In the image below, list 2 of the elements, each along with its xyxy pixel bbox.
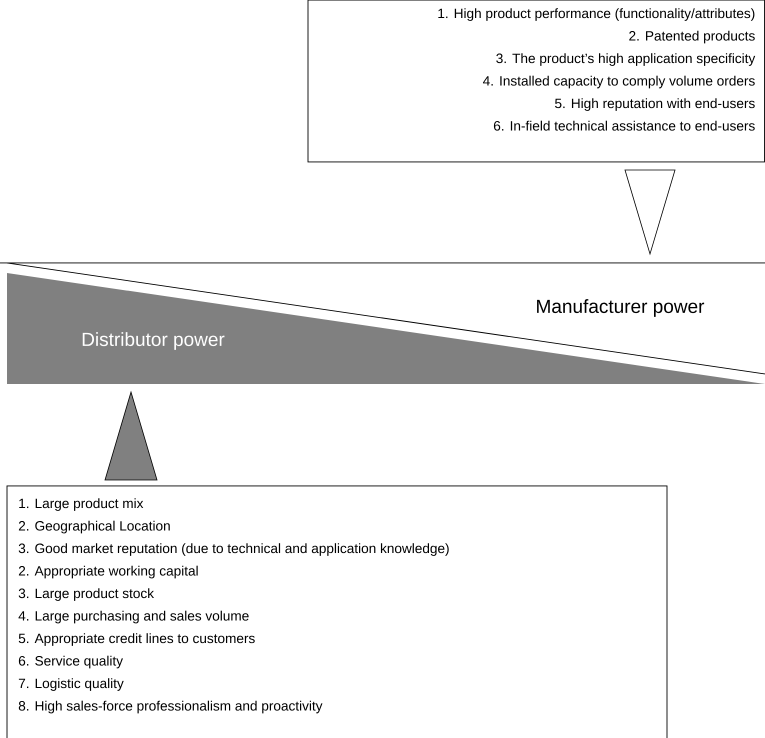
list-box: 1. High product performance (functionality/attributes) 2. Patented products 3. The product’s high application specificity 4. Installed capacity to comply volume orders 5. High reputation with end-users 6. In-field technical assistance to end-users	[308, 0, 765, 162]
list-box: 1. Large product mix 2. Geographical Location 3. Good market reputation (due to technical and application knowledge) 2. Appropriate working capital 3. Large product stock 4. Large purchasing and sales volume 5. Appropriate credit lines to customers 6. Service quality 7. Logistic quality 8. High sales-force professionalism and proactivity	[6, 486, 668, 738]
